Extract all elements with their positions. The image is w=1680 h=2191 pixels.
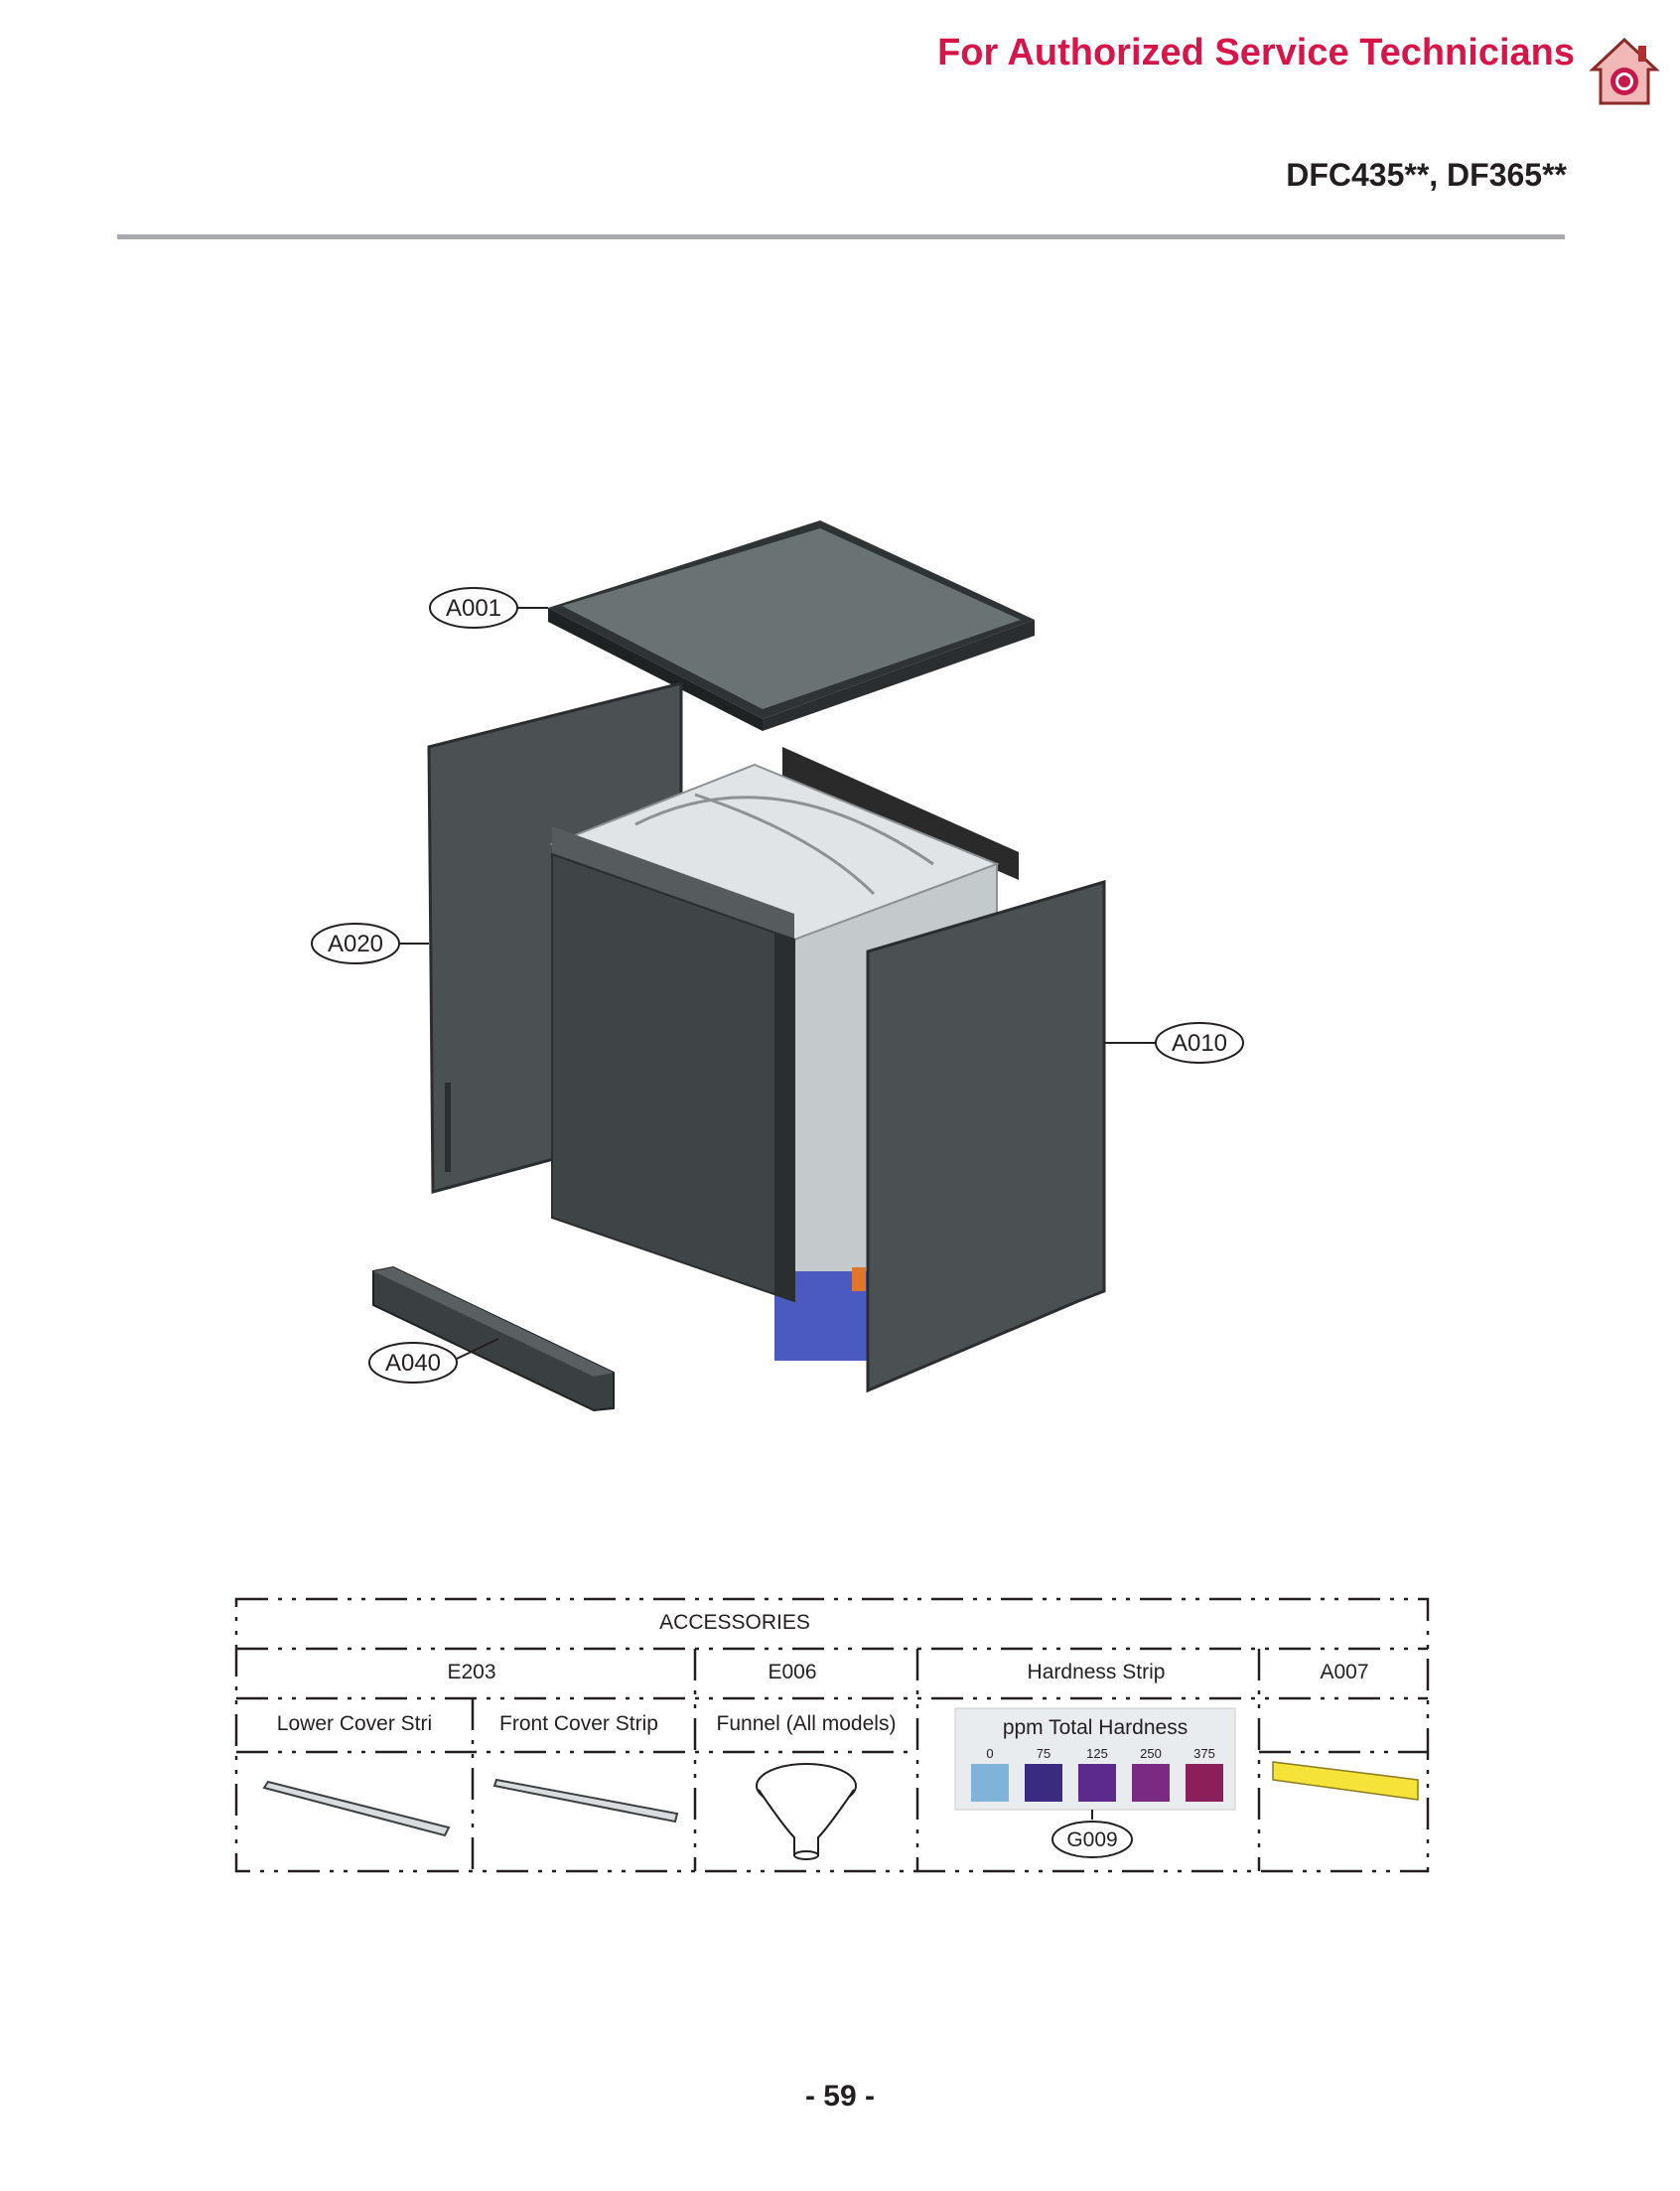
callout-a040-label: A040: [385, 1350, 441, 1377]
hardness-title: ppm Total Hardness: [1003, 1716, 1188, 1739]
callout-a040: A040: [368, 1338, 499, 1384]
group-hardness-strip: Hardness Strip: [1028, 1661, 1166, 1683]
group-e006: E006: [768, 1661, 816, 1683]
a007-yellow-strip: [1272, 1761, 1419, 1801]
callout-a020-label: A020: [328, 931, 383, 957]
hardness-strip-card: ppm Total Hardness 0 75 125 250 375: [954, 1707, 1236, 1811]
callout-g009: G009: [1051, 1810, 1133, 1858]
accessories-title: ACCESSORIES: [659, 1611, 810, 1634]
funnel-drawing: [756, 1763, 857, 1860]
kick-plate: [372, 1265, 615, 1412]
item-front-cover-strip: Front Cover Strip: [499, 1712, 658, 1735]
lower-cover-strip-drawing: [262, 1780, 451, 1837]
item-funnel: Funnel (All models): [717, 1712, 897, 1735]
accessories-table: ACCESSORIES E203 E006 Hardness Strip A00…: [234, 1597, 1430, 1873]
header-divider: [117, 234, 1565, 239]
front-cover-strip-drawing: [492, 1778, 679, 1824]
hardness-swatch: [1132, 1764, 1170, 1802]
front-door: [551, 826, 795, 1303]
hardness-swatches: 0 75 125 250 375: [971, 1746, 1223, 1802]
hardness-level-label: 375: [1193, 1746, 1215, 1761]
right-side-panel: [866, 879, 1106, 1393]
callout-a010-label: A010: [1172, 1030, 1227, 1057]
group-e203: E203: [447, 1661, 495, 1683]
group-a007: A007: [1320, 1661, 1368, 1683]
model-number: DFC435**, DF365**: [1286, 157, 1567, 193]
hardness-level-label: 75: [1037, 1746, 1050, 1761]
callout-a020: A020: [311, 923, 429, 964]
hardness-swatch: [1025, 1764, 1062, 1802]
page-number: - 59 -: [804, 2080, 876, 2113]
hardness-swatch: [971, 1764, 1009, 1802]
hardness-level-label: 125: [1086, 1746, 1108, 1761]
hardness-level-label: 250: [1140, 1746, 1162, 1761]
hardness-swatch: [1078, 1764, 1116, 1802]
callout-a010: A010: [1104, 1022, 1244, 1064]
hardness-level-label: 0: [986, 1746, 993, 1761]
lg-home-icon: [1589, 37, 1660, 105]
hardness-swatch: [1186, 1764, 1223, 1802]
rear-bracket: [782, 747, 1019, 880]
callout-a001: A001: [429, 587, 548, 629]
item-lower-cover-strip: Lower Cover Stri: [277, 1712, 432, 1735]
callout-a001-label: A001: [446, 595, 501, 622]
callout-g009-label: G009: [1066, 1828, 1117, 1851]
header-title: For Authorized Service Technicians: [937, 32, 1575, 73]
top-plate: [548, 520, 1035, 731]
